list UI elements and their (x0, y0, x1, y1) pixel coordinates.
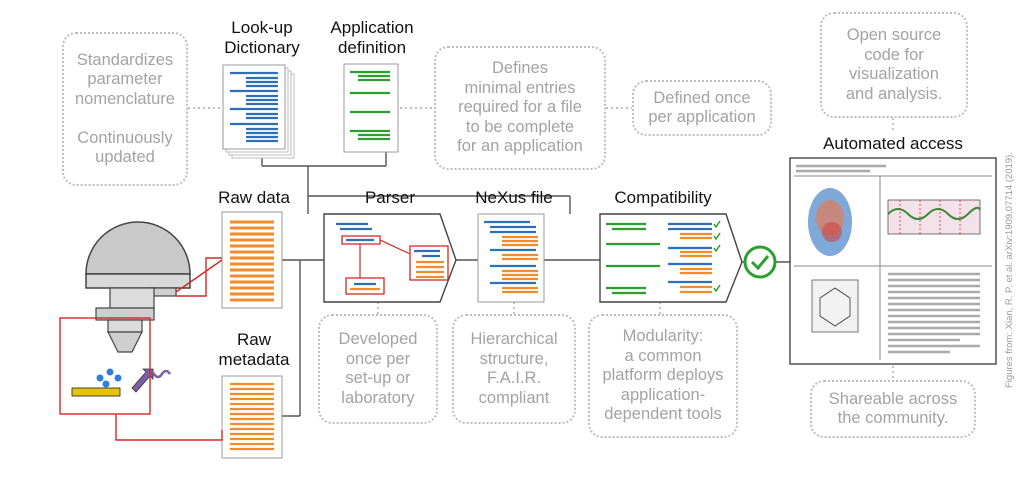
title-lookup-dictionary: Look-up Dictionary (224, 18, 300, 57)
note-open-source: Open source code for visualization and a… (820, 12, 968, 118)
application-definition-document (343, 63, 399, 153)
note-developed: Developed once per set-up or laboratory (318, 314, 438, 424)
check-circle-icon (743, 245, 777, 279)
title-application-definition: Application definition (330, 18, 414, 57)
title-parser: Parser (364, 188, 416, 207)
compatibility-box (599, 213, 743, 303)
title-nexus-file: NeXus file (475, 188, 553, 207)
note-defined-once: Defined once per application (632, 80, 772, 136)
title-raw-data: Raw data (218, 188, 290, 207)
note-modularity: Modularity: a common platform deploys ap… (588, 314, 738, 438)
parser-box (323, 213, 457, 303)
raw-metadata-document (221, 375, 283, 459)
instrument-connectors (59, 257, 223, 441)
title-raw-metadata: Raw metadata (218, 330, 290, 369)
automated-access-document (789, 157, 997, 365)
note-defines: Defines minimal entries required for a f… (434, 46, 606, 170)
title-automated-access: Automated access (823, 134, 963, 153)
detector-instrument-icon (71, 221, 191, 397)
figure-credit: Figures from: Xian, R. P. et al. arXiv:1… (1004, 152, 1015, 388)
raw-data-document (221, 211, 283, 309)
note-shareable: Shareable across the community. (810, 380, 976, 438)
note-hierarchical: Hierarchical structure, F.A.I.R. complia… (452, 314, 576, 424)
lookup-dictionary-document (222, 64, 295, 159)
nexus-file-document (477, 213, 545, 303)
title-compatibility: Compatibility (614, 188, 712, 207)
note-standardizes: Standardizes parameter nomenclature Cont… (62, 32, 188, 186)
